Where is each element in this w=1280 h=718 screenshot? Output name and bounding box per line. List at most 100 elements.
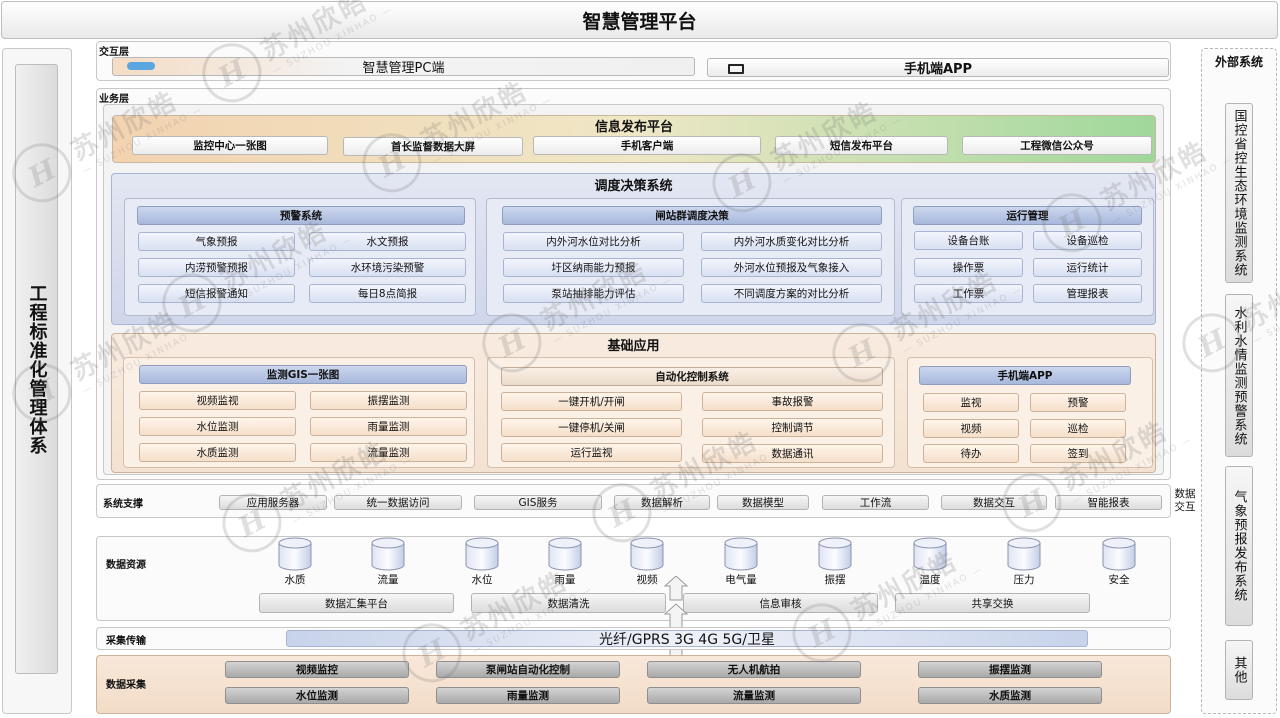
database-label: 雨量 [554,574,576,586]
page-title: 智慧管理平台 [582,10,697,33]
database-icon: 流量 [368,537,408,587]
support-item: GIS服务 [474,495,602,510]
resources-label: 数据资源 [106,560,146,571]
info-item: 首长监督数据大屏 [343,137,523,156]
warning-item: 每日8点简报 [309,284,466,303]
gates-item: 不同调度方案的对比分析 [701,284,882,303]
gis-header: 监测GIS一张图 [139,365,467,384]
transport-label: 采集传输 [106,636,146,647]
database-icon: 雨量 [545,537,585,587]
auto-header: 自动化控制系统 [501,367,883,386]
support-label: 系统支撑 [103,499,143,510]
info-platform-title: 信息发布平台 [594,120,673,135]
database-label: 温度 [919,574,941,586]
title-bar: 智慧管理平台 [1,1,1278,39]
app-item: 待办 [923,444,1019,463]
info-item: 短信发布平台 [775,136,948,155]
warning-item: 气象预报 [138,232,295,251]
collection-item: 泵闸站自动化控制 [436,661,620,678]
support-item: 智能报表 [1055,495,1162,510]
ops-item: 设备巡检 [1033,231,1142,250]
support-item: 统一数据访问 [334,495,462,510]
gis-item: 视频监视 [139,391,296,410]
warning-item: 内涝预警预报 [138,258,295,277]
gis-item: 振摆监测 [310,391,467,410]
external-item: 气象预报发布系统 [1225,466,1253,626]
collection-item: 振摆监测 [918,661,1102,678]
database-label: 安全 [1108,574,1130,586]
database-label: 振摆 [824,574,846,586]
app-item: 视频 [923,419,1019,438]
collection-item: 雨量监测 [436,687,620,704]
ops-item: 操作票 [914,258,1023,277]
gis-item: 水质监测 [139,443,296,462]
app-item: 预警 [1030,393,1126,412]
dispatch-title: 调度决策系统 [594,179,673,194]
auto-item: 控制调节 [702,418,883,437]
database-label: 压力 [1013,574,1035,586]
warning-item: 水环境污染预警 [309,258,466,277]
auto-item: 一键停机/关闸 [501,418,682,437]
platform-item: 信息审核 [683,593,878,613]
gis-item: 雨量监测 [310,417,467,436]
info-item: 手机客户端 [533,136,761,155]
interaction-label: 交互层 [99,47,129,58]
support-item: 数据交互 [941,495,1047,510]
cloud-icon [127,62,155,70]
external-title: 外部系统 [1214,55,1263,69]
support-item: 应用服务器 [219,495,327,510]
ops-item: 设备台账 [914,231,1023,250]
platform-item: 数据汇集平台 [259,593,454,613]
collection-item: 流量监测 [647,687,861,704]
support-item: 数据模型 [717,495,809,510]
warning-item: 短信报警通知 [138,284,295,303]
database-label: 电气量 [725,574,757,586]
gates-item: 泵站抽排能力评估 [503,284,684,303]
info-item: 监控中心一张图 [132,136,328,155]
app-item: 监视 [923,393,1019,412]
external-item: 其他 [1225,640,1253,700]
collection-item: 无人机航拍 [647,661,861,678]
database-icon: 视频 [627,537,667,587]
gates-item: 圩区纳雨能力预报 [503,258,684,277]
gis-item: 流量监测 [310,443,467,462]
auto-item: 数据通讯 [702,444,883,463]
gates-item: 外河水位预报及气象接入 [701,258,882,277]
app-item: 巡检 [1030,419,1126,438]
database-icon: 温度 [910,537,950,587]
database-icon: 振摆 [815,537,855,587]
external-item: 水利水情监测预警系统 [1225,294,1253,457]
auto-item: 事故报警 [702,392,883,411]
collection-item: 水质监测 [918,687,1102,704]
ops-item: 管理报表 [1033,284,1142,303]
database-icon: 水质 [275,537,315,587]
platform-item: 共享交换 [895,593,1090,613]
ops-item: 工作票 [914,284,1023,303]
auto-item: 一键开机/开闸 [501,392,682,411]
support-item: 工作流 [822,495,929,510]
app-item: 签到 [1030,444,1126,463]
app-header: 手机端APP [919,366,1131,385]
business-label: 业务层 [99,94,129,105]
collection-label: 数据采集 [106,680,146,691]
warning-header: 预警系统 [137,206,465,225]
mobile-app: 手机端APP [707,58,1169,77]
database-label: 水位 [471,574,493,586]
collection-item: 水位监测 [225,687,409,704]
auto-item: 运行监视 [501,443,682,462]
database-icon: 电气量 [721,537,761,587]
database-label: 流量 [377,574,399,586]
database-label: 水质 [284,574,306,586]
ops-item: 运行统计 [1033,258,1142,277]
support-side-label: 数据交互 [1174,488,1196,513]
support-item: 数据解析 [614,495,710,510]
left-label: 工程标准化管理体系 [15,64,58,674]
gis-item: 水位监测 [139,417,296,436]
database-icon: 安全 [1099,537,1139,587]
pc-client: 智慧管理PC端 [112,57,695,76]
info-item: 工程微信公众号 [962,136,1152,155]
gates-item: 内外河水位对比分析 [503,232,684,251]
basic-title: 基础应用 [607,339,660,354]
database-icon: 压力 [1004,537,1044,587]
collection-item: 视频监控 [225,661,409,678]
